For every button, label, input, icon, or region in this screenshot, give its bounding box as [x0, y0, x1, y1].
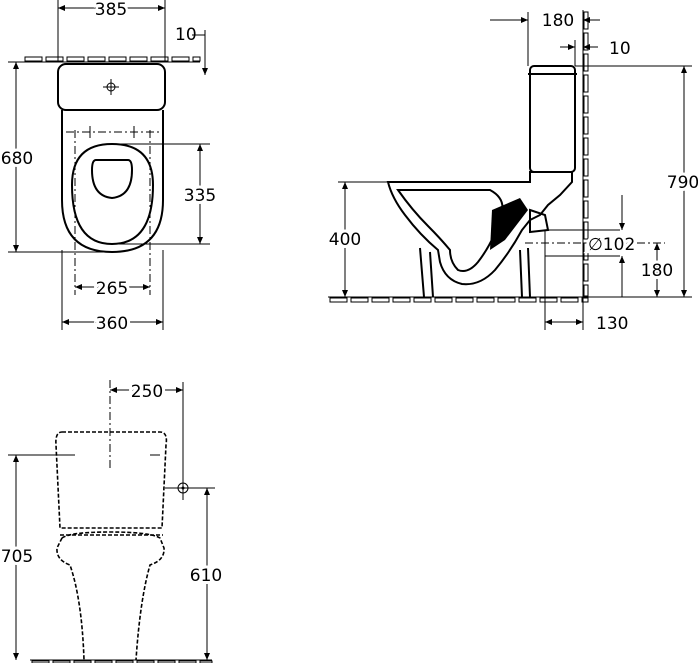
dim-335: 335 [184, 186, 216, 206]
bowl-opening [90, 159, 134, 200]
top-view: 385 10 680 335 265 360 [0, 0, 219, 337]
hatch-block [178, 660, 197, 663]
hatch-block [199, 660, 213, 663]
dim-250: 250 [131, 382, 163, 402]
hatch-block [24, 56, 43, 62]
hatch-block [150, 56, 169, 62]
hatch-block [171, 56, 190, 62]
hatch-block [350, 297, 369, 303]
dim-10-side: 10 [609, 39, 631, 59]
dim-180-outlet: 180 [641, 261, 673, 281]
hatch-block [108, 56, 127, 62]
dim-180-top: 180 [542, 11, 574, 31]
hatch-block [52, 660, 71, 663]
hatch-block [392, 297, 411, 303]
hatch-block [560, 297, 579, 303]
bowl-front [56, 531, 165, 661]
hatch-block [129, 56, 148, 62]
hatch-block [434, 297, 453, 303]
hatch-block [476, 297, 495, 303]
hatch-block [518, 297, 537, 303]
wall-hatch-top-view [24, 56, 201, 62]
hatch-block [539, 297, 558, 303]
bowl-outline [61, 110, 164, 254]
hatch-block [371, 297, 390, 303]
dim-265: 265 [96, 279, 128, 299]
dim-385: 385 [95, 0, 127, 20]
hatch-block [136, 660, 155, 663]
hatch-block [94, 660, 113, 663]
hatch-block [329, 297, 348, 303]
dim-790: 790 [667, 173, 698, 193]
dim-360: 360 [96, 314, 128, 334]
hatch-block [66, 56, 85, 62]
hatch-block [192, 56, 201, 62]
hatch-block [31, 660, 50, 663]
hatch-block [583, 95, 589, 114]
hatch-block [583, 200, 589, 219]
floor-hatch-side-view [329, 297, 589, 303]
dim-130: 130 [596, 314, 628, 334]
hatch-block [583, 74, 589, 93]
hatch-block [583, 116, 589, 135]
dim-610: 610 [190, 566, 222, 586]
dim-10-top: 10 [175, 25, 197, 45]
hatch-block [583, 158, 589, 177]
hatch-block [87, 56, 106, 62]
hatch-block [581, 297, 589, 303]
dim-diameter-102: ∅102 [588, 235, 635, 255]
hatch-block [583, 137, 589, 156]
floor-hatch-front-view [31, 660, 213, 663]
hatch-block [455, 297, 474, 303]
hatch-block [73, 660, 92, 663]
hatch-block [45, 56, 64, 62]
cistern-outline [57, 63, 166, 111]
cistern-side [529, 65, 576, 173]
hatch-block [497, 297, 516, 303]
bowl-side-outline [386, 171, 573, 286]
trap-section [490, 198, 528, 250]
dim-400: 400 [329, 230, 361, 250]
hatch-block [583, 263, 589, 282]
front-view: 705 250 610 [0, 379, 225, 661]
hatch-block [583, 284, 589, 297]
hatch-block [583, 32, 589, 51]
hatch-block [583, 53, 589, 72]
hatch-block [583, 179, 589, 198]
hatch-block [115, 660, 134, 663]
dim-705: 705 [1, 547, 33, 567]
hatch-block [413, 297, 432, 303]
dim-680: 680 [1, 149, 33, 169]
side-view: 180 10 790 400 ∅102 180 130 [326, 8, 698, 334]
hatch-block [157, 660, 176, 663]
cistern-front [55, 431, 168, 529]
